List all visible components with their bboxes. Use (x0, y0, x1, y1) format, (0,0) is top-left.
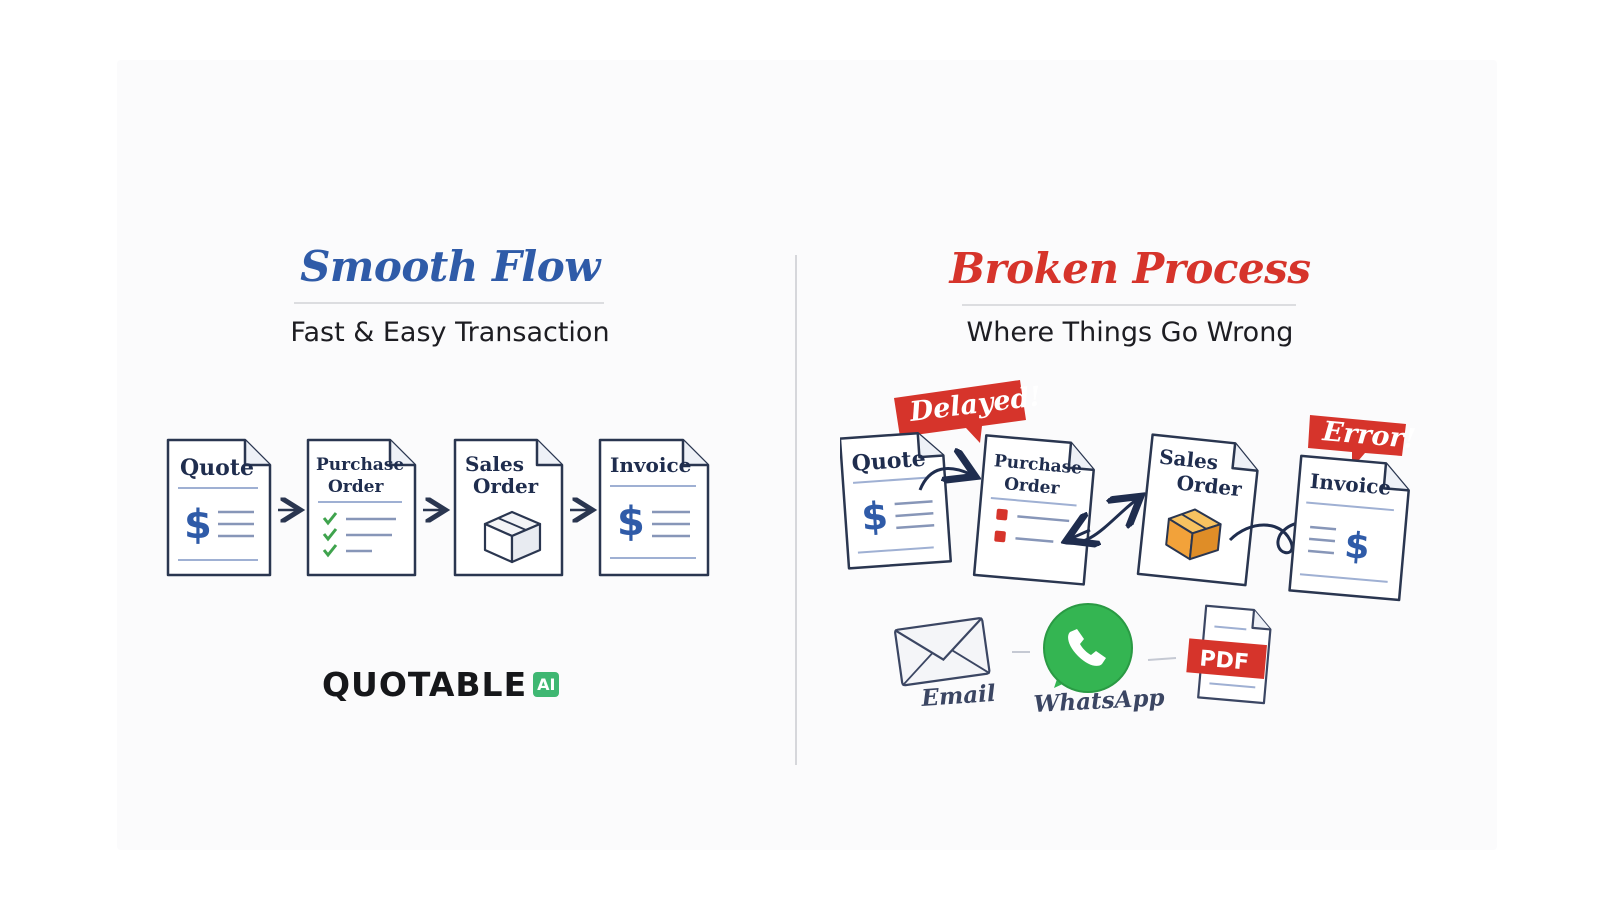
doc-purchase-order-broken: Purchase Order (972, 434, 1095, 586)
envelope-icon (894, 617, 991, 687)
pdf-label: PDF (1198, 646, 1249, 675)
pdf-file-icon: PDF (1186, 604, 1272, 705)
dollar-icon: $ (1343, 525, 1372, 568)
error-marker (994, 530, 1006, 543)
box-icon (1165, 508, 1222, 561)
doc-order-label: Order (328, 477, 384, 497)
box-icon (483, 510, 542, 564)
doc-quote-label: Quote (180, 455, 254, 481)
doc-invoice: Invoice $ (598, 438, 710, 577)
doc-sales-order-broken: Sales Order (1136, 433, 1259, 587)
doc-invoice-broken: Invoice $ (1288, 454, 1410, 602)
doc-invoice-label: Invoice (610, 453, 691, 477)
broken-process-subtitle: Where Things Go Wrong (966, 317, 1294, 348)
error-marker (996, 508, 1008, 521)
doc-sales-label: Sales (465, 452, 524, 476)
smooth-flow-title: Smooth Flow (300, 242, 600, 291)
check-icon (322, 528, 338, 542)
brand-name: QUOTABLE (322, 664, 528, 704)
smooth-flow-diagram: Quote $ Purchase Order Sales Order (166, 438, 710, 577)
check-icon (322, 512, 338, 526)
quotable-logo: QUOTABLE AI (322, 664, 560, 704)
doc-sales-order: Sales Order (453, 438, 564, 577)
broken-process-title: Broken Process (949, 244, 1311, 293)
smooth-flow-subtitle: Fast & Easy Transaction (290, 317, 610, 348)
panel-divider (795, 255, 797, 765)
whatsapp-label: WhatsApp (1033, 684, 1165, 718)
flow-arrow (918, 469, 970, 491)
dollar-icon: $ (860, 494, 889, 540)
doc-purchase-label: Purchase (316, 455, 404, 475)
doc-quote-broken: Quote $ (840, 431, 953, 570)
email-label: Email (920, 680, 997, 712)
doc-quote-broken-label: Quote (851, 446, 927, 477)
flow-arrow (1072, 530, 1090, 538)
dollar-icon: $ (617, 499, 645, 545)
doc-order-broken-label: Order (1003, 474, 1061, 499)
check-icon (322, 544, 338, 558)
broken-process-diagram: Delayed! Quote $ Purchase Order Sales Or… (840, 380, 1417, 718)
error-callout: Error! (1308, 415, 1417, 468)
whatsapp-icon (1043, 603, 1133, 693)
brand-badge: AI (533, 671, 560, 697)
smooth-flow-title-rule (294, 302, 604, 304)
doc-purchase-order: Purchase Order (306, 438, 417, 577)
broken-process-title-rule (962, 304, 1296, 306)
doc-quote: Quote $ (166, 438, 272, 577)
doc-sales-order-label: Order (473, 474, 539, 498)
dollar-icon: $ (184, 502, 212, 548)
